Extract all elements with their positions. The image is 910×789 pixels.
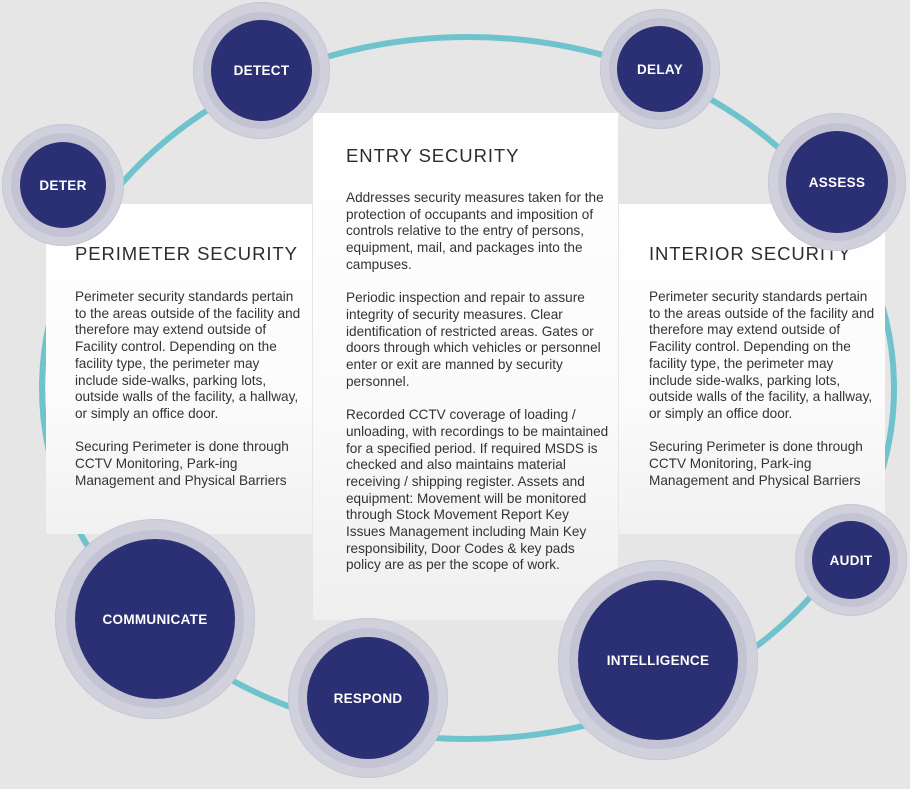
entry-security-title: ENTRY SECURITY — [346, 145, 520, 166]
node-intelligence-label[interactable]: INTELLIGENCE — [578, 580, 738, 740]
node-detect-label[interactable]: DETECT — [211, 20, 312, 121]
node-delay[interactable]: DELAY — [600, 9, 720, 129]
node-respond-label[interactable]: RESPOND — [307, 637, 429, 759]
node-assess-label[interactable]: ASSESS — [786, 131, 888, 233]
perimeter-security-body: Perimeter security standards pertain to … — [75, 289, 305, 506]
node-respond[interactable]: RESPOND — [288, 618, 448, 778]
node-audit[interactable]: AUDIT — [795, 504, 907, 616]
entry-security-panel: ENTRY SECURITY Addresses security measur… — [313, 113, 618, 620]
node-communicate[interactable]: COMMUNICATE — [55, 519, 255, 719]
entry-security-paragraph-3: Recorded CCTV coverage of loading / unlo… — [346, 407, 609, 573]
perimeter-security-paragraph-1: Perimeter security standards pertain to … — [75, 289, 301, 421]
perimeter-security-paragraph-2: Securing Perimeter is done through CCTV … — [75, 439, 289, 488]
entry-security-paragraph-1: Addresses security measures taken for th… — [346, 190, 604, 272]
node-deter[interactable]: DETER — [2, 124, 124, 246]
node-communicate-label[interactable]: COMMUNICATE — [75, 539, 235, 699]
node-delay-label[interactable]: DELAY — [617, 26, 703, 112]
node-assess[interactable]: ASSESS — [768, 113, 906, 251]
cycle-ring-path — [39, 34, 897, 742]
perimeter-security-panel: PERIMETER SECURITY Perimeter security st… — [46, 204, 312, 534]
perimeter-security-title: PERIMETER SECURITY — [75, 243, 298, 264]
interior-security-paragraph-2: Securing Perimeter is done through CCTV … — [649, 439, 863, 488]
node-audit-label[interactable]: AUDIT — [812, 521, 890, 599]
interior-security-panel: INTERIOR SECURITY Perimeter security sta… — [619, 204, 885, 534]
node-deter-label[interactable]: DETER — [20, 142, 106, 228]
node-intelligence[interactable]: INTELLIGENCE — [558, 560, 758, 760]
interior-security-body: Perimeter security standards pertain to … — [649, 289, 879, 506]
entry-security-paragraph-2: Periodic inspection and repair to assure… — [346, 290, 601, 389]
node-detect[interactable]: DETECT — [193, 2, 330, 139]
interior-security-paragraph-1: Perimeter security standards pertain to … — [649, 289, 875, 421]
interior-security-title: INTERIOR SECURITY — [649, 243, 852, 264]
entry-security-body: Addresses security measures taken for th… — [346, 190, 611, 591]
